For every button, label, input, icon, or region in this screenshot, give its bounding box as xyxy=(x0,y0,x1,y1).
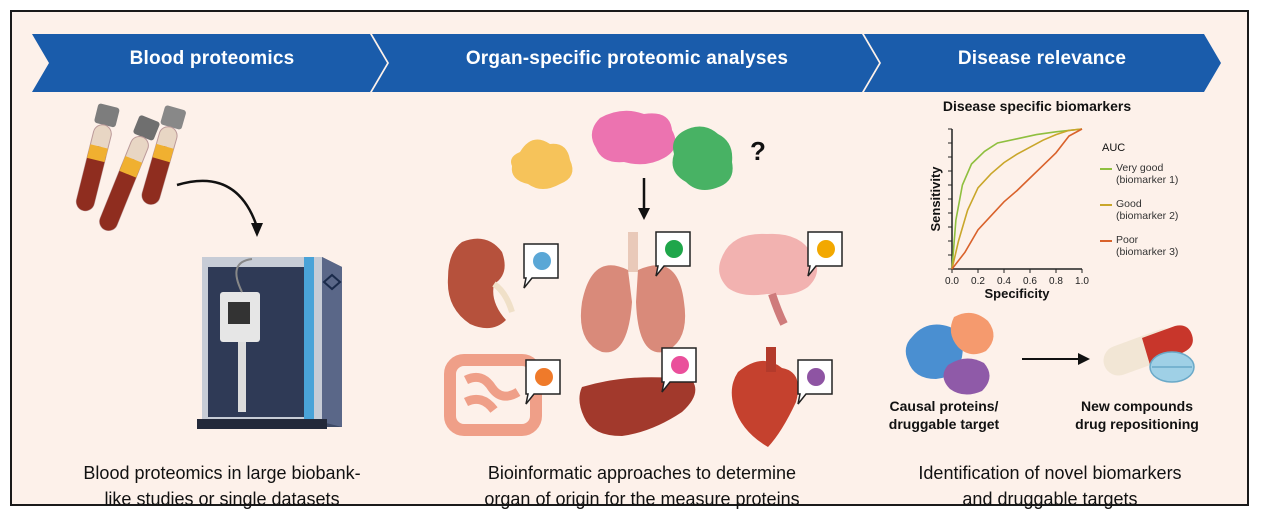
roc-x-tick-label: 1.0 xyxy=(1075,276,1089,287)
drug-illustration xyxy=(905,312,1195,395)
liver-icon xyxy=(579,377,696,436)
blood-tube-icon xyxy=(141,105,186,205)
blood-tube-icon xyxy=(75,103,120,212)
banner-arrow-disease xyxy=(864,34,1221,92)
pill-icon xyxy=(1103,325,1195,383)
roc-legend-item: Good(biomarker 2) xyxy=(1100,198,1220,234)
roc-x-label: Specificity xyxy=(984,286,1050,301)
banner-arrow-blood xyxy=(32,34,387,92)
roc-legend-item: Poor(biomarker 3) xyxy=(1100,234,1220,270)
drug-left-label-2: druggable target xyxy=(888,416,1000,432)
blood-tube-icon xyxy=(99,115,160,232)
roc-legend-title: AUC xyxy=(1102,142,1126,154)
roc-series-line-1 xyxy=(951,128,1083,270)
caption-organ: Bioinformatic approaches to determine or… xyxy=(432,460,852,512)
speech-bubble-liver xyxy=(661,347,697,393)
caption-organ-line-1: Bioinformatic approaches to determine xyxy=(487,463,797,483)
roc-x-tick-label: 0.8 xyxy=(1049,276,1063,287)
curved-arrow-icon xyxy=(176,179,259,228)
roc-legend-label: Poor xyxy=(1116,234,1139,246)
roc-legend-swatch xyxy=(1100,168,1112,170)
roc-title: Disease specific biomarkers xyxy=(942,98,1132,114)
banner-label-blood: Blood proteomics xyxy=(129,48,295,69)
roc-legend-sublabel: (biomarker 3) xyxy=(1116,246,1179,258)
caption-blood-line-2: like studies or single datasets xyxy=(104,489,340,509)
roc-x-tick-label: 0.2 xyxy=(971,276,985,287)
caption-blood: Blood proteomics in large biobank- like … xyxy=(32,460,412,512)
banner-label-disease: Disease relevance xyxy=(957,48,1127,69)
lungs-icon xyxy=(580,232,686,353)
roc-legend-swatch xyxy=(1100,240,1112,242)
roc-y-label: Sensitivity xyxy=(928,166,943,232)
caption-blood-line-1: Blood proteomics in large biobank- xyxy=(83,463,361,483)
protein-blob-yellow-icon xyxy=(511,139,573,189)
speech-bubble-heart xyxy=(797,359,833,405)
roc-series-line-2 xyxy=(951,128,1083,270)
question-mark: ? xyxy=(750,136,766,166)
kidney-icon xyxy=(447,238,515,329)
roc-x-tick-label: 0.0 xyxy=(945,276,959,287)
banner-label-organ: Organ-specific proteomic analyses xyxy=(465,48,789,69)
drug-right-label-1: New compounds xyxy=(1080,398,1193,414)
roc-legend-swatch xyxy=(1100,204,1112,206)
brain-icon xyxy=(719,233,818,326)
heart-icon xyxy=(731,347,799,447)
drug-left-label-1: Causal proteins/ xyxy=(889,398,999,414)
speech-bubble-lung xyxy=(655,231,691,277)
roc-legend-item: Very good(biomarker 1) xyxy=(1100,162,1220,198)
roc-legend-sublabel: (biomarker 2) xyxy=(1116,210,1179,222)
mass-spectrometer-icon xyxy=(197,257,342,429)
roc-legend-label: Very good xyxy=(1116,162,1164,174)
intestine-icon xyxy=(444,354,542,436)
speech-bubble-brain xyxy=(807,231,843,277)
speech-bubble-kidney xyxy=(523,243,559,289)
caption-disease-line-2: and druggable targets xyxy=(962,489,1138,509)
roc-x-tick-label: 0.4 xyxy=(997,276,1011,287)
roc-series-line-3 xyxy=(951,128,1083,270)
protein-blob-pink-icon xyxy=(591,110,676,165)
speech-bubble-intestine xyxy=(525,359,561,405)
banner-bar xyxy=(32,34,1221,92)
blood-illustration xyxy=(75,103,342,429)
organ-illustration: ? xyxy=(444,110,843,447)
drug-right-label-2: drug repositioning xyxy=(1075,416,1199,432)
roc-legend-sublabel: (biomarker 1) xyxy=(1116,174,1179,186)
caption-disease: Identification of novel biomarkers and d… xyxy=(870,460,1230,512)
caption-organ-line-2: organ of origin for the measure proteins xyxy=(484,489,800,509)
caption-disease-line-1: Identification of novel biomarkers xyxy=(918,463,1182,483)
banner-arrow-organ xyxy=(372,34,879,92)
roc-legend-label: Good xyxy=(1116,198,1142,210)
roc-legend: Very good(biomarker 1)Good(biomarker 2)P… xyxy=(1100,162,1220,270)
protein-blob-green-icon xyxy=(672,126,733,190)
roc-x-tick-label: 0.6 xyxy=(1023,276,1037,287)
figure-frame: Blood proteomics Organ-specific proteomi… xyxy=(10,10,1249,509)
